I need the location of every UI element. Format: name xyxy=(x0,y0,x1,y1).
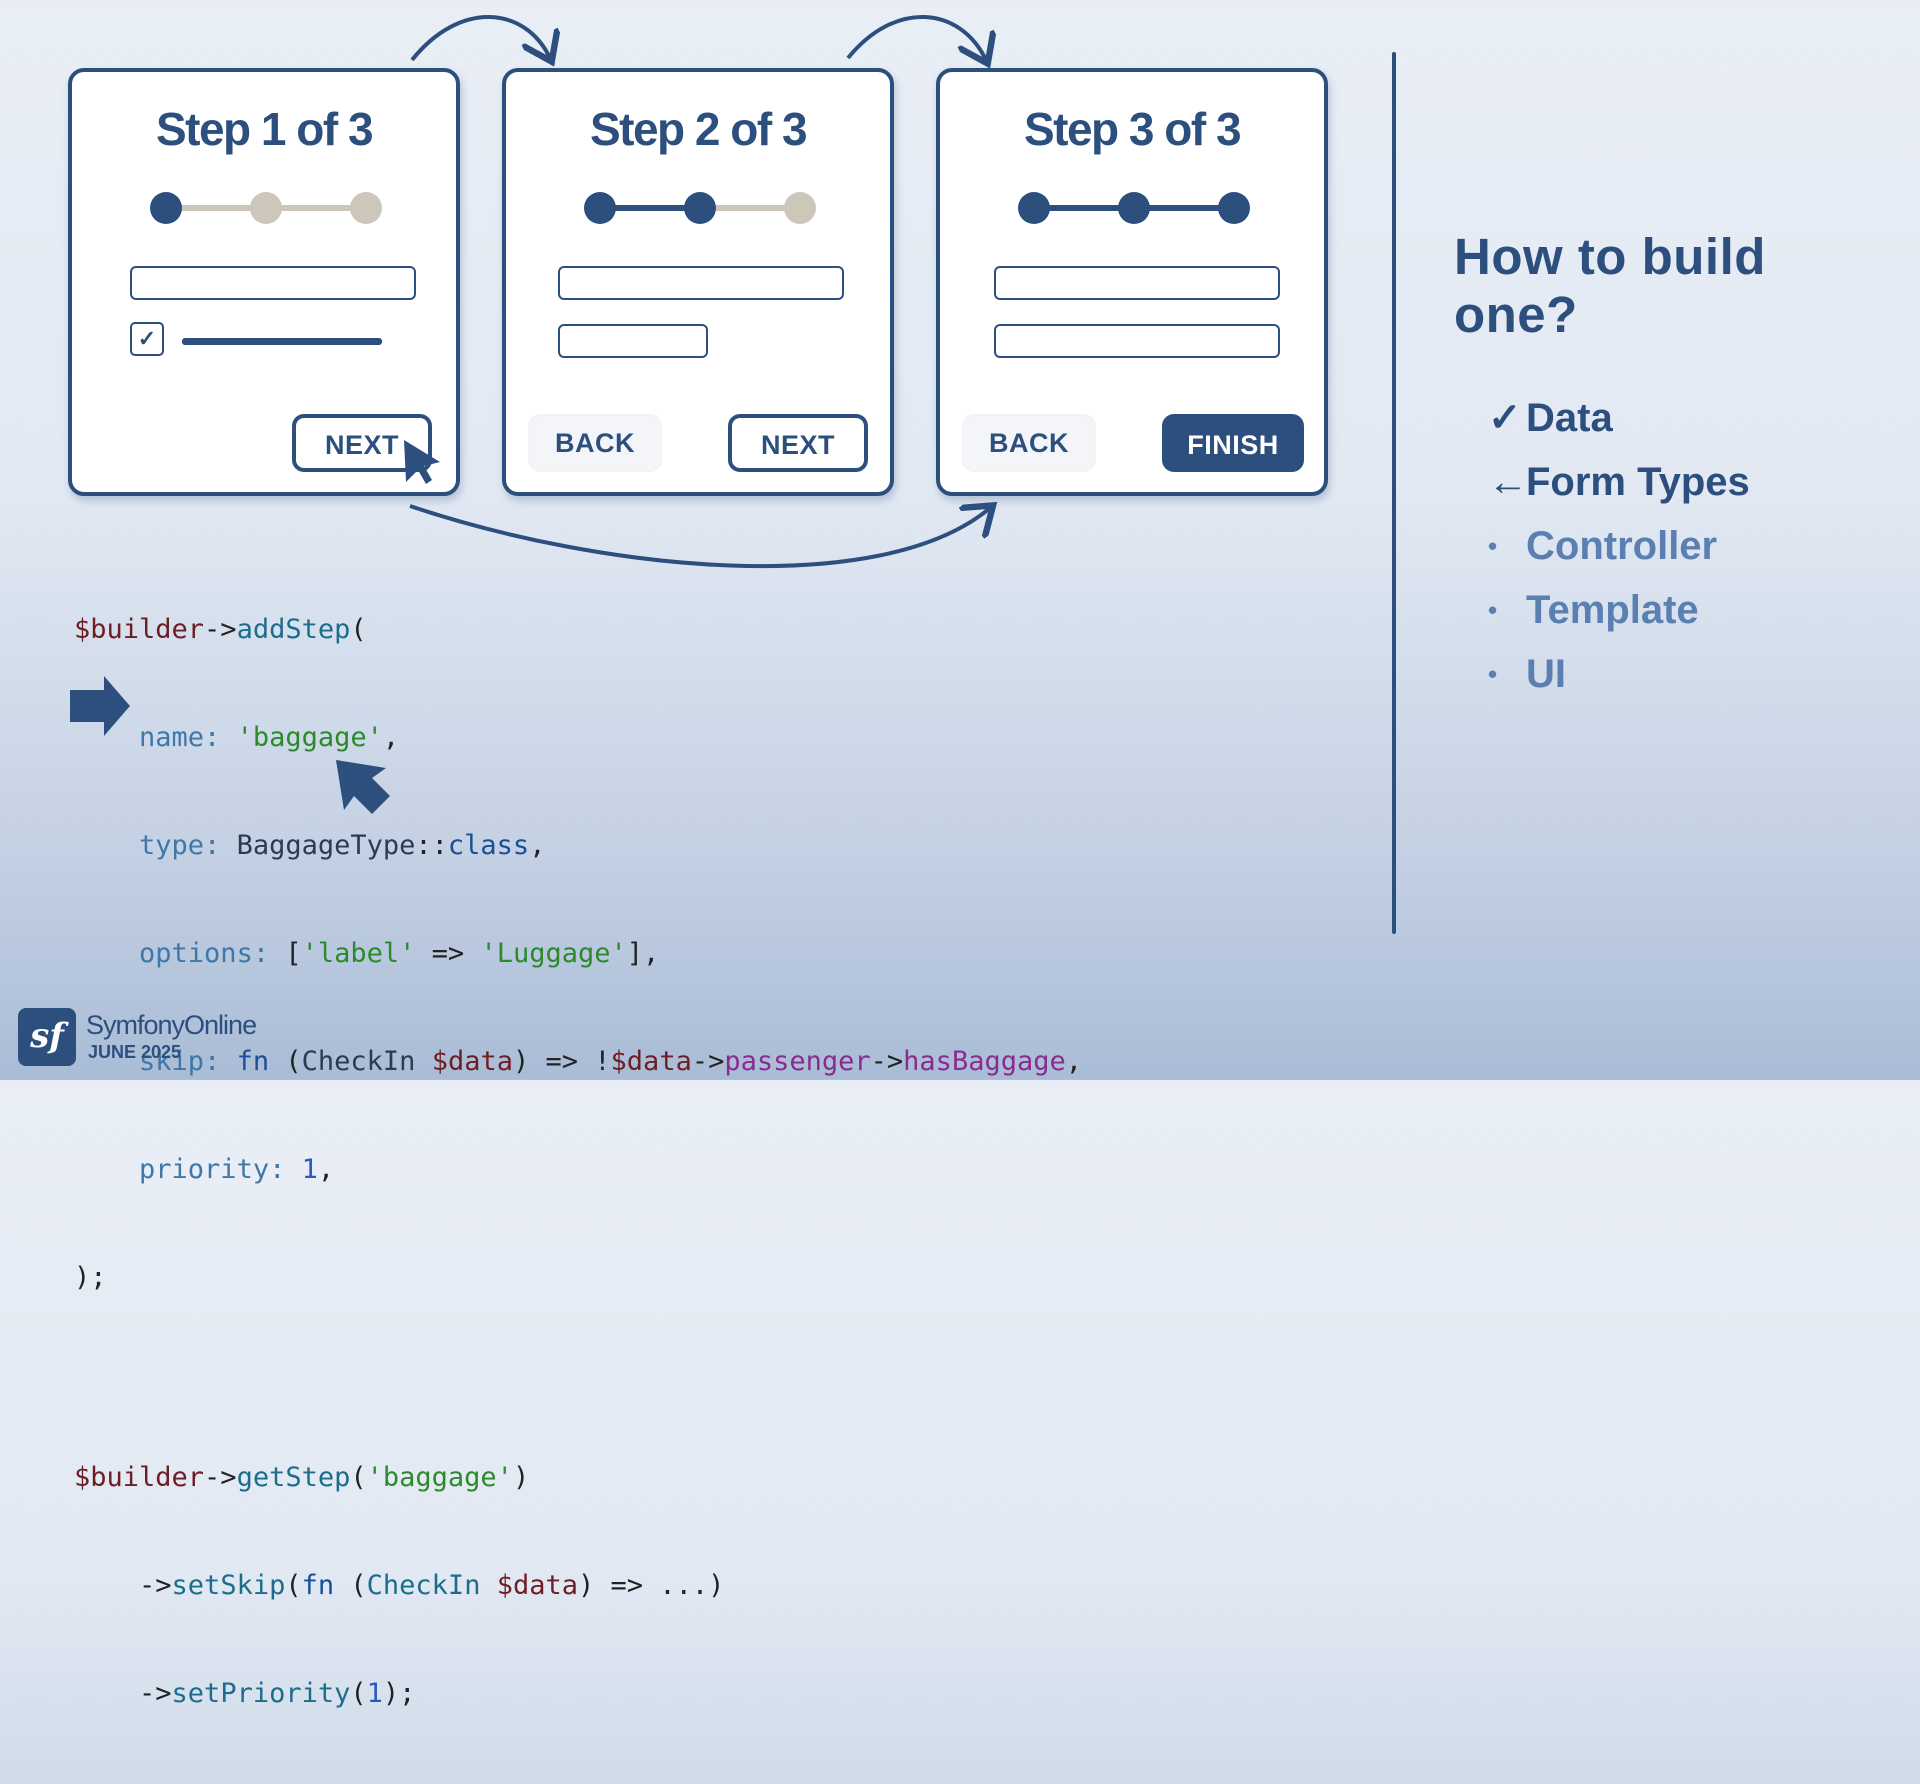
code-line: $builder->addStep( xyxy=(74,614,367,645)
right-arrow-icon xyxy=(70,676,130,736)
step-card-1: Step 1 of 3 ✓ NEXT xyxy=(68,68,460,496)
code-block: $builder->addStep( name: 'baggage', type… xyxy=(74,540,1082,1784)
pointer-arrow-icon xyxy=(336,760,390,814)
bullet-icon: • xyxy=(1488,658,1498,689)
agenda-item-data: ✓Data xyxy=(1488,395,1613,441)
agenda-item-form-types: ←Form Types xyxy=(1488,459,1750,504)
progress-dot-inactive xyxy=(784,192,816,224)
agenda-list: ✓Data ←Form Types •Controller •Template … xyxy=(1488,386,1750,706)
check-icon: ✓ xyxy=(1488,396,1522,440)
next-button[interactable]: NEXT xyxy=(728,414,868,472)
mouse-cursor-icon xyxy=(404,440,440,484)
short-text-field[interactable] xyxy=(558,324,708,358)
vertical-divider xyxy=(1392,52,1396,934)
progress-dot-active xyxy=(1118,192,1150,224)
symfony-logo-icon: sf xyxy=(18,1008,76,1066)
brand-name: SymfonyOnline xyxy=(86,1010,257,1040)
progress-dot-active xyxy=(584,192,616,224)
card-title: Step 2 of 3 xyxy=(589,103,808,155)
agenda-item-template: •Template xyxy=(1488,587,1699,632)
section-heading: How to build one? xyxy=(1454,228,1766,343)
progress-dot-active xyxy=(684,192,716,224)
code-line: name: 'baggage', xyxy=(139,722,400,753)
left-arrow-icon: ← xyxy=(1488,459,1528,504)
code-line: ->setPriority(1); xyxy=(139,1678,416,1709)
progress-dot-active xyxy=(1218,192,1250,224)
curved-arrow-step2-to-step3 xyxy=(846,14,986,60)
agenda-item-controller: •Controller xyxy=(1488,523,1718,568)
checkbox-checked[interactable]: ✓ xyxy=(130,322,164,356)
progress-indicator xyxy=(584,192,816,224)
code-line: $builder->getStep('baggage') xyxy=(74,1462,530,1493)
slide: Step 1 of 3 ✓ NEXT Step 2 of 3 BACK NEXT… xyxy=(18,14,1920,1709)
progress-dot-inactive xyxy=(350,192,382,224)
step-card-3: Step 3 of 3 BACK FINISH xyxy=(936,68,1328,496)
step-card-2: Step 2 of 3 BACK NEXT xyxy=(502,68,894,496)
back-button[interactable]: BACK xyxy=(962,414,1096,472)
text-field[interactable] xyxy=(994,266,1280,300)
code-gap xyxy=(74,1368,1082,1388)
annotation-overlay xyxy=(70,14,1920,814)
code-line: type: BaggageType::class, xyxy=(139,830,546,861)
code-line: priority: 1, xyxy=(139,1154,335,1185)
agenda-item-ui: •UI xyxy=(1488,651,1566,696)
progress-indicator xyxy=(150,192,382,224)
code-line: options: ['label' => 'Luggage'], xyxy=(139,938,660,969)
curved-arrow-skip-step1-to-step3 xyxy=(409,506,990,569)
progress-dot-active xyxy=(150,192,182,224)
bullet-icon: • xyxy=(1488,530,1498,561)
checkbox-label-placeholder xyxy=(182,338,382,345)
card-title: Step 1 of 3 xyxy=(155,103,374,155)
text-field[interactable] xyxy=(994,324,1280,358)
card-title: Step 3 of 3 xyxy=(1023,103,1242,155)
progress-dot-active xyxy=(1018,192,1050,224)
code-line: skip: fn (CheckIn $data) => !$data->pass… xyxy=(139,1046,1082,1077)
text-field[interactable] xyxy=(558,266,844,300)
event-date: JUNE 2025 xyxy=(88,1042,182,1062)
text-field[interactable] xyxy=(130,266,416,300)
progress-indicator xyxy=(1018,192,1250,224)
code-line: ); xyxy=(74,1262,107,1293)
progress-dot-inactive xyxy=(250,192,282,224)
code-line: ->setSkip(fn (CheckIn $data) => ...) xyxy=(139,1570,725,1601)
bullet-icon: • xyxy=(1488,594,1498,625)
back-button[interactable]: BACK xyxy=(528,414,662,472)
curved-arrow-step1-to-step2 xyxy=(410,15,550,60)
finish-button[interactable]: FINISH xyxy=(1162,414,1304,472)
